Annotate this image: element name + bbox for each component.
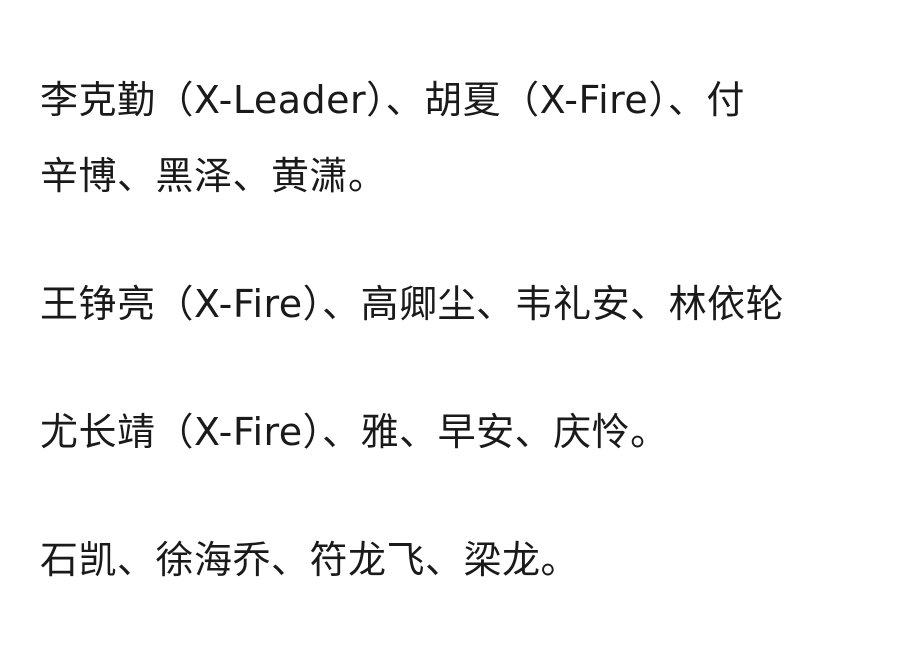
paragraph-line: 辛博、黑泽、黄潇。 [40,154,387,198]
article-body: 李克勤（X-Leader）、胡夏（X-Fire）、付 辛博、黑泽、黄潇。 王铮亮… [40,0,919,654]
paragraph-team-3: 尤长靖（X-Fire）、雅、早安、庆怜。 [40,394,919,470]
paragraph-line: 尤长靖（X-Fire）、雅、早安、庆怜。 [40,410,669,454]
paragraph-line: 李克勤（X-Leader）、胡夏（X-Fire）、付 [40,78,745,122]
paragraph-line: 王铮亮（X-Fire）、高卿尘、韦礼安、林依轮 [40,282,785,326]
paragraph-line: 石凯、徐海乔、符龙飞、梁龙。 [40,538,580,582]
paragraph-team-1: 李克勤（X-Leader）、胡夏（X-Fire）、付 辛博、黑泽、黄潇。 [40,62,919,214]
paragraph-team-4: 石凯、徐海乔、符龙飞、梁龙。 [40,522,919,598]
paragraph-team-2: 王铮亮（X-Fire）、高卿尘、韦礼安、林依轮 [40,266,919,342]
